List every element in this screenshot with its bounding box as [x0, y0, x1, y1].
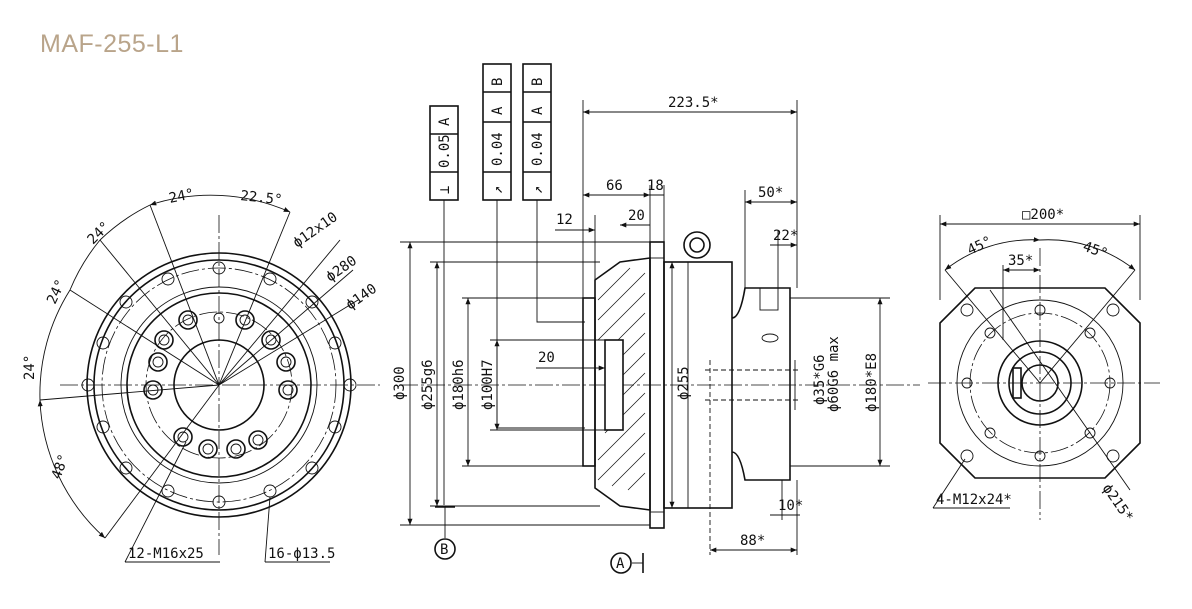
tol2-datum: A: [490, 106, 506, 115]
page-title: MAF-255-L1: [40, 30, 184, 58]
dim-dia-255: ϕ255: [676, 366, 692, 400]
dim-square-200: □200*: [1022, 207, 1064, 223]
tol3-datum: A: [530, 106, 546, 115]
angle-45-left: 45°: [965, 233, 995, 258]
angle-22-5: 22.5°: [240, 188, 284, 208]
angle-45-right: 45°: [1081, 239, 1110, 263]
callout-4-m12x24: 4-M12x24*: [936, 492, 1012, 508]
dim-223-5: 223.5*: [668, 95, 719, 111]
dim-dia-180-e8: ϕ180*E8: [864, 353, 880, 412]
inner-holes: [143, 310, 298, 459]
callout-16-dia-13-5: 16-ϕ13.5: [268, 546, 335, 562]
rear-holes: [960, 303, 1120, 463]
dim-50: 50*: [758, 185, 783, 201]
tolerance-frame-3: B A 0.04 ↗: [522, 63, 552, 201]
dim-dia-300: ϕ300: [392, 366, 408, 400]
tol1-symbol: ⊥: [437, 186, 453, 194]
dim-dia-180h6: ϕ180h6: [451, 359, 467, 410]
angle-24-left-mid: 24°: [44, 277, 69, 307]
dim-10: 10*: [778, 498, 803, 514]
dim-66: 66: [606, 178, 623, 194]
tol3-value: 0.04: [530, 132, 546, 166]
front-view: 24° 22.5° 24° 24° 24° 48° ϕ12x10 ϕ280 ϕ1…: [22, 186, 380, 563]
dim-20-top: 20: [628, 208, 645, 224]
dia-12x10: ϕ12x10: [290, 209, 341, 251]
tol2-symbol: ↗: [490, 186, 506, 194]
angle-24-left: 24°: [22, 355, 38, 380]
tol2-value: 0.04: [490, 132, 506, 166]
dim-35: 35*: [1008, 253, 1033, 269]
tolerance-frame-1: A 0.05 ⊥: [429, 105, 459, 201]
dim-22: 22*: [773, 228, 798, 244]
tolerance-frame-2: B A 0.04 ↗: [482, 63, 512, 201]
angle-48: 48°: [49, 452, 73, 481]
callout-12-m16x25: 12-M16x25: [128, 546, 204, 562]
tol1-value: 0.05: [437, 134, 453, 168]
angle-24-top: 24°: [168, 186, 196, 207]
callout-dia-215: ϕ215*: [1099, 481, 1136, 525]
dim-dia-100h7: ϕ100H7: [480, 359, 496, 410]
angle-24-left-top: 24°: [85, 219, 114, 248]
dim-18: 18: [647, 178, 664, 194]
tol3-datum2: B: [530, 78, 546, 86]
dia-140: ϕ140: [343, 281, 380, 313]
dim-20-left: 20: [538, 350, 555, 366]
dim-dia-35-g6: ϕ35*G6: [812, 354, 828, 405]
tol3-symbol: ↗: [530, 186, 546, 194]
datum-b: B: [440, 542, 448, 558]
dim-12: 12: [556, 212, 573, 228]
dim-dia-60-g6-max: ϕ60G6 max: [826, 336, 842, 412]
tol2-datum2: B: [490, 78, 506, 86]
dim-dia-255g6: ϕ255g6: [420, 359, 436, 410]
tol1-datum: A: [437, 117, 453, 126]
rear-view: □200* 45° 45° 35* 4-M12x24* ϕ215*: [928, 207, 1160, 525]
datum-a: A: [616, 556, 625, 572]
dim-88: 88*: [740, 533, 765, 549]
side-view: A 0.05 ⊥ B A 0.04 ↗ B A 0.04 ↗: [392, 63, 920, 574]
